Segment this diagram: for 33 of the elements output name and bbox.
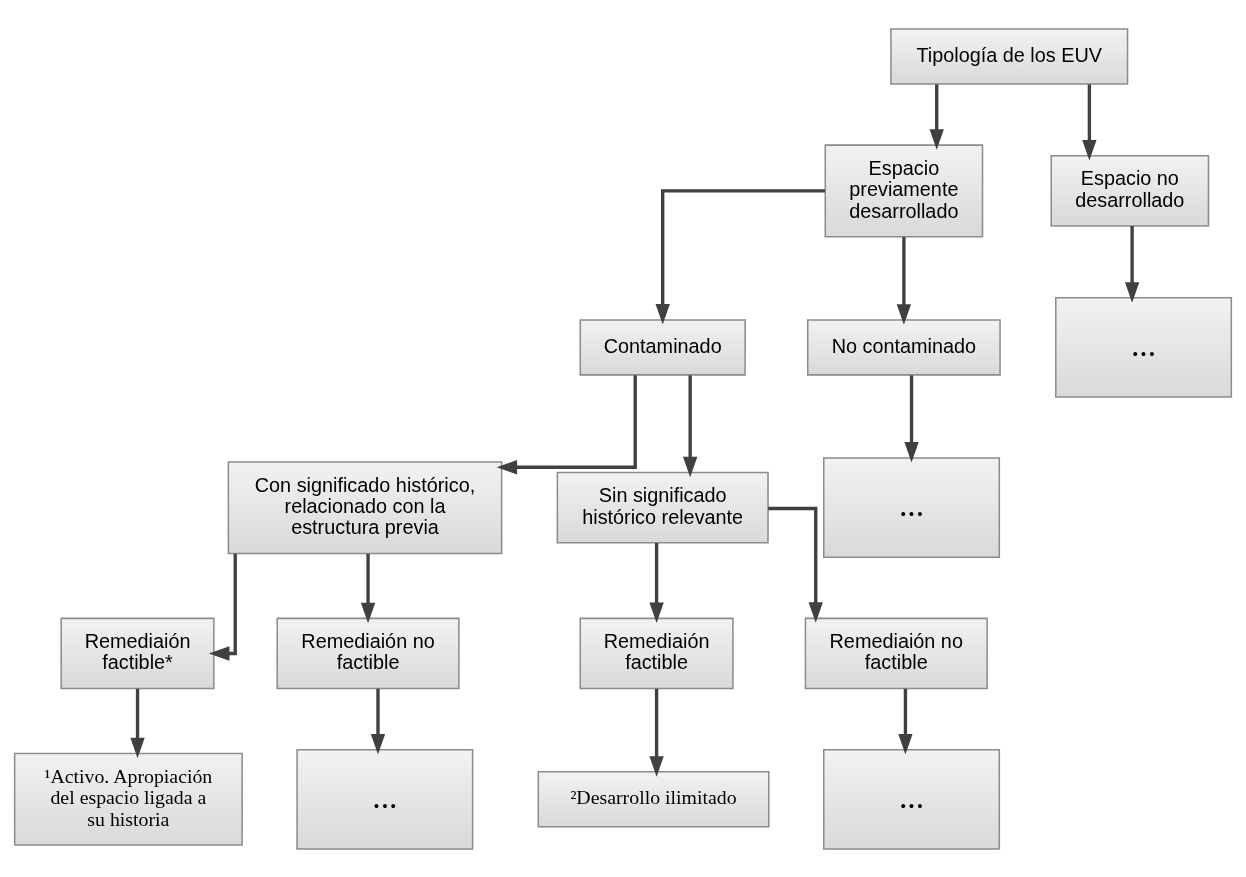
arrow [1124, 225, 1140, 303]
node-box: ... [823, 748, 1001, 850]
node-box: ¹Activo. Apropiación del espacio ligada a su historia [13, 752, 243, 846]
arrow [360, 553, 376, 623]
arrow [1082, 83, 1097, 161]
node-box: ... [1055, 296, 1233, 398]
node-box: ... [823, 456, 1001, 558]
arrow [904, 374, 919, 463]
arrow [768, 506, 823, 623]
node-box: ²Desarrollo ilimitado [537, 770, 770, 828]
arrow [208, 553, 237, 661]
arrow [929, 83, 944, 150]
arrow [655, 188, 825, 325]
node-box: Remediaión no factible [276, 617, 460, 689]
node-box: Espacio no desarrollado [1050, 154, 1210, 227]
arrow [130, 688, 145, 758]
arrow [370, 688, 386, 755]
arrow [649, 542, 664, 623]
node-box: Sin significado histórico relevante [556, 471, 769, 544]
node-box: No contaminado [806, 318, 1001, 376]
node-box: Remediaión no factible [804, 617, 988, 689]
node-box: Remediaión factible* [60, 617, 215, 689]
arrow [896, 236, 912, 325]
arrow [649, 688, 664, 777]
node-box: Con significado histórico, relacionado con la estructura previa [227, 460, 503, 554]
node-box: Tipología de los EUV [890, 27, 1129, 85]
node-box: ... [296, 748, 474, 850]
node-box: Contaminado [579, 318, 746, 376]
node-box: Espacio previamente desarrollado [824, 143, 984, 237]
arrow [496, 374, 637, 474]
arrow [683, 374, 698, 477]
node-box: Remediaión factible [579, 617, 734, 689]
arrow [898, 688, 913, 755]
